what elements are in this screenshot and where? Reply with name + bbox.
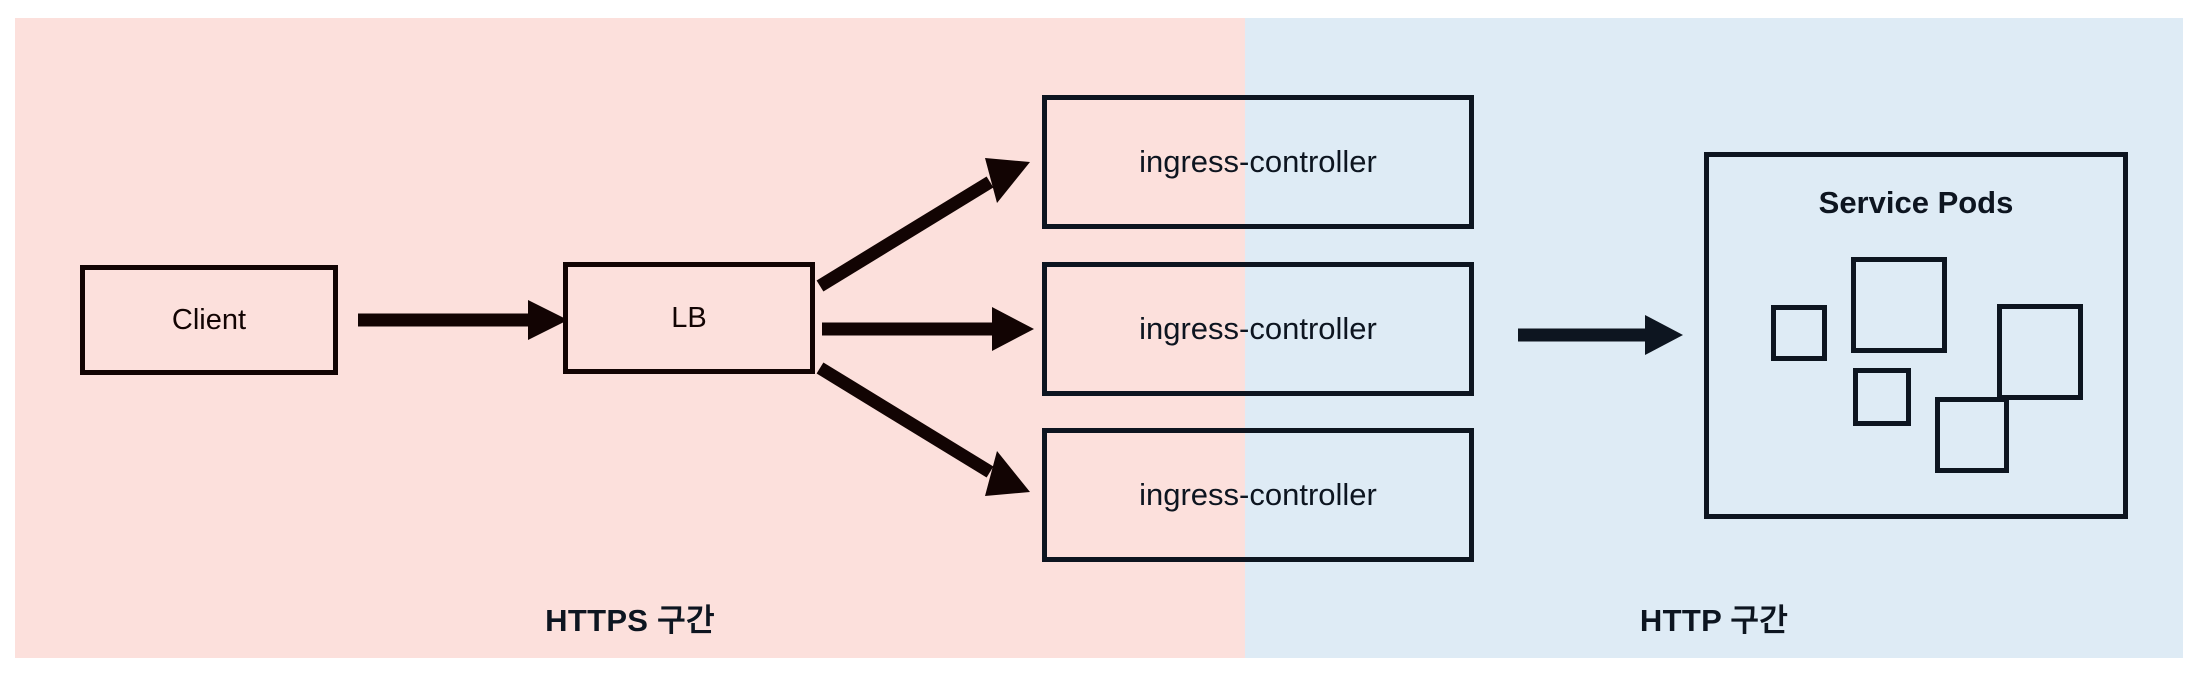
node-lb-label: LB bbox=[671, 301, 707, 334]
pod-large-center bbox=[1851, 257, 1947, 353]
zone-http: HTTP 구간 bbox=[1245, 18, 2183, 658]
node-client[interactable]: Client bbox=[80, 265, 338, 375]
pod-medium-lower bbox=[1935, 397, 2009, 473]
node-ingress-controller-1[interactable]: ingress-controller bbox=[1042, 95, 1474, 229]
node-ingress-controller-3[interactable]: ingress-controller bbox=[1042, 428, 1474, 562]
pod-large-right bbox=[1997, 304, 2083, 400]
node-ingress-controller-2[interactable]: ingress-controller bbox=[1042, 262, 1474, 396]
pod-small-mid bbox=[1853, 368, 1911, 426]
node-lb[interactable]: LB bbox=[563, 262, 815, 374]
node-client-label: Client bbox=[171, 303, 247, 336]
node-ingress-controller-1-label: ingress-controller bbox=[1139, 144, 1377, 179]
pod-small-left bbox=[1771, 305, 1827, 361]
zone-https: HTTPS 구간 bbox=[15, 18, 1245, 658]
zone-https-label: HTTPS 구간 bbox=[545, 603, 715, 638]
service-pods-title: Service Pods bbox=[1818, 185, 2014, 220]
zone-http-label: HTTP 구간 bbox=[1639, 603, 1789, 638]
node-service-pods[interactable]: Service Pods bbox=[1704, 152, 2128, 519]
node-ingress-controller-3-label: ingress-controller bbox=[1139, 477, 1377, 512]
node-ingress-controller-2-label: ingress-controller bbox=[1139, 311, 1377, 346]
